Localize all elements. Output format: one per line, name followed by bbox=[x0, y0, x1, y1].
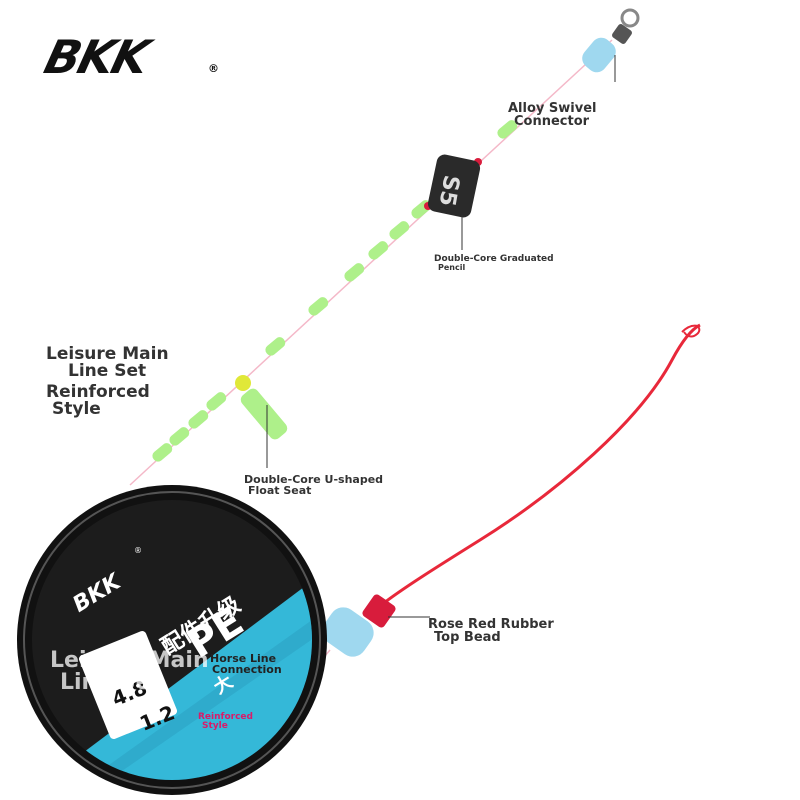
callout-alloy-swivel-line2: Connector bbox=[514, 114, 590, 129]
callout-float-seat-line1: Double-Core U-shaped bbox=[244, 473, 384, 486]
brand-reg-mark: ® bbox=[208, 62, 219, 75]
callout-float-seat-line2: Float Seat bbox=[248, 484, 312, 497]
callout-alloy-swivel: Alloy Swivel Connector bbox=[508, 102, 596, 128]
rubber-line-tip bbox=[681, 324, 701, 338]
pencil-marking: S5 bbox=[434, 173, 464, 208]
callout-leisure-main-line: Leisure Main Line Set Reinforced Style bbox=[46, 346, 169, 418]
line-spool: 配件升级 PE BKK ® 4.8 1.2 大 bbox=[17, 485, 327, 795]
callout-horse-line: Horse Line Connection bbox=[210, 653, 282, 675]
callout-horse-line-line1: Horse Line bbox=[210, 652, 277, 665]
rubber-line bbox=[379, 323, 701, 608]
spool-overlay-style: Reinforced Style bbox=[198, 713, 253, 731]
callout-leisure-main-line2: Line Set bbox=[68, 361, 147, 381]
spool-reg-mark: ® bbox=[134, 546, 142, 555]
callout-graduated-pencil-line1: Double-Core Graduated bbox=[434, 254, 554, 264]
bead-sleeve bbox=[322, 607, 374, 657]
callout-graduated-pencil-line2: Pencil bbox=[438, 263, 466, 272]
spool-overlay-title-line1: Leisure Main bbox=[50, 648, 209, 673]
callout-leisure-main-line3: Reinforced bbox=[46, 382, 150, 402]
callout-float-seat: Double-Core U-shaped Float Seat bbox=[244, 474, 383, 496]
callout-top-bead-line2: Top Bead bbox=[434, 630, 501, 645]
callout-top-bead-line1: Rose Red Rubber bbox=[428, 617, 554, 632]
float-segments bbox=[152, 120, 518, 462]
callout-leisure-main-line1: Leisure Main bbox=[46, 344, 169, 364]
alloy-swivel bbox=[582, 8, 640, 73]
brand-logo: BKK bbox=[39, 30, 154, 84]
spool-overlay-title-line2: Line Set bbox=[60, 670, 162, 695]
callout-alloy-swivel-line1: Alloy Swivel bbox=[508, 101, 597, 116]
callout-horse-line-line2: Connection bbox=[212, 663, 282, 676]
callout-top-bead: Rose Red Rubber Top Bead bbox=[428, 618, 554, 644]
callout-leisure-main-line4: Style bbox=[52, 399, 101, 419]
spool-overlay-style-line1: Reinforced bbox=[198, 712, 253, 722]
spool-overlay-style-line2: Style bbox=[202, 721, 228, 731]
u-shaped-float-seat bbox=[235, 375, 288, 440]
main-line bbox=[129, 39, 613, 486]
callout-graduated-pencil: Double-Core Graduated Pencil bbox=[434, 255, 554, 272]
spool-overlay-title: Leisure Main Line Set bbox=[50, 650, 209, 694]
graduated-pencil: S5 bbox=[424, 154, 482, 218]
rose-red-top-bead bbox=[362, 594, 396, 628]
